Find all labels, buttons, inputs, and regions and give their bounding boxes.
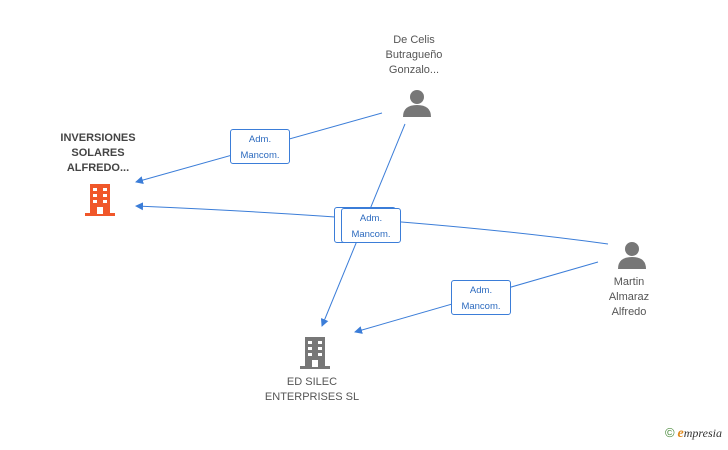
edge-label-role[interactable]: Adm. Mancom. xyxy=(230,129,290,164)
person-top-name: De Celis Butragueño Gonzalo... xyxy=(364,33,464,78)
edge-label-line: Mancom. xyxy=(351,229,391,240)
edge-label-role[interactable]: Adm. Mancom. xyxy=(451,280,511,315)
edge-label-line: Mancom. xyxy=(461,301,501,312)
edge-label-role[interactable]: Adm. Mancom. xyxy=(341,208,401,243)
building-icon[interactable] xyxy=(299,336,331,370)
person-icon[interactable] xyxy=(617,240,647,270)
person-top-name-line: De Celis xyxy=(393,34,435,46)
copyright-symbol: © xyxy=(664,425,675,440)
person-right-name-line: Alfredo xyxy=(611,306,647,318)
person-top-name-line: Gonzalo... xyxy=(388,64,440,76)
company-main-name-line: SOLARES xyxy=(71,147,125,159)
company-main-name: INVERSIONES SOLARES ALFREDO... xyxy=(43,131,153,176)
brand-watermark: ©empresia xyxy=(665,425,722,442)
company-main-name-line: INVERSIONES xyxy=(60,132,136,144)
company-main-name-line: ALFREDO... xyxy=(66,162,130,174)
building-icon[interactable] xyxy=(84,183,116,217)
edge-label-line: Adm. xyxy=(248,134,272,145)
person-top-name-line: Butragueño xyxy=(385,49,443,61)
person-right-name-line: Martin xyxy=(613,276,645,288)
edge-label-line: Adm. xyxy=(469,285,493,296)
company-secondary-name-line: ENTERPRISES SL xyxy=(264,391,360,403)
edge-label-line: Mancom. xyxy=(240,150,280,161)
company-secondary-name: ED SILEC ENTERPRISES SL xyxy=(252,375,372,405)
company-secondary-name-line: ED SILEC xyxy=(286,376,338,388)
edge-label-line: Adm. xyxy=(359,213,383,224)
brand-logo-initial: e xyxy=(677,426,684,441)
brand-logo-text: mpresia xyxy=(683,426,722,440)
person-right-name: Martin Almaraz Alfredo xyxy=(589,275,669,320)
person-right-name-line: Almaraz xyxy=(608,291,650,303)
person-icon[interactable] xyxy=(402,88,432,118)
